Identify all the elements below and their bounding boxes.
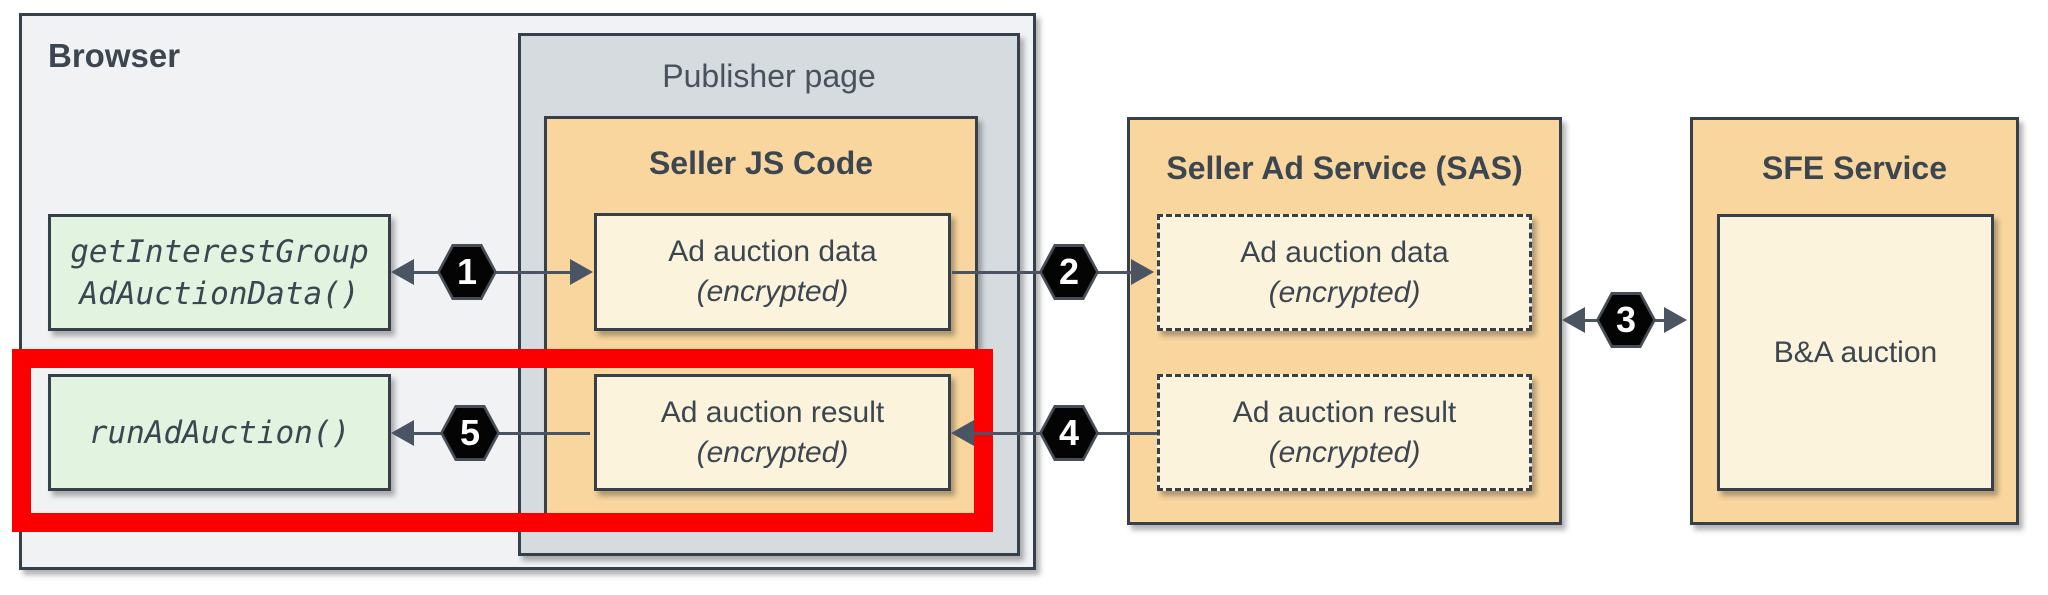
js-ad-auction-result-node: Ad auction result (encrypted)	[594, 374, 951, 491]
run-ad-auction-label: runAdAuction()	[88, 414, 351, 451]
arrowhead-left-icon	[1562, 307, 1585, 333]
js-ad-auction-data-title: Ad auction data	[668, 235, 877, 268]
step-badge-3-number: 3	[1599, 295, 1653, 345]
run-ad-auction-node: runAdAuction()	[48, 374, 391, 491]
step-badge-1-number: 1	[440, 247, 494, 297]
red-highlight-rectangle	[12, 349, 993, 532]
step-badge-2: 2	[1039, 244, 1099, 300]
ba-auction-label: B&A auction	[1773, 335, 1938, 369]
js-ad-auction-data-subtitle: (encrypted)	[696, 275, 849, 308]
sas-ad-auction-result-node: Ad auction result (encrypted)	[1157, 374, 1532, 491]
arrowhead-left-icon	[391, 259, 414, 285]
ba-auction-node: B&A auction	[1717, 214, 1994, 491]
js-ad-auction-result-subtitle: (encrypted)	[696, 435, 849, 469]
step-badge-4: 4	[1039, 405, 1099, 461]
sas-ad-auction-data-subtitle: (encrypted)	[1268, 275, 1421, 309]
sas-ad-auction-data-title: Ad auction data	[1240, 235, 1449, 269]
browser-label: Browser	[48, 37, 181, 74]
sfe-service-label: SFE Service	[1762, 150, 1947, 186]
get-interest-group-ad-auction-data-node: getInterestGroup AdAuctionData()	[48, 214, 391, 331]
js-ad-auction-data-node: Ad auction data (encrypted)	[594, 213, 951, 331]
sas-ad-auction-result-subtitle: (encrypted)	[1268, 435, 1421, 469]
step-badge-5-number: 5	[443, 408, 497, 458]
step-badge-3: 3	[1596, 292, 1656, 348]
step-badge-4-number: 4	[1042, 408, 1096, 458]
seller-js-code-label: Seller JS Code	[648, 145, 874, 181]
arrowhead-right-icon	[570, 259, 593, 285]
arrowhead-right-icon	[1131, 259, 1154, 285]
step-badge-5: 5	[440, 405, 500, 461]
get-interest-group-line2: AdAuctionData()	[79, 275, 360, 312]
get-interest-group-line1: getInterestGroup	[70, 233, 369, 270]
js-ad-auction-result-title: Ad auction result	[660, 395, 885, 429]
arrowhead-left-icon	[391, 420, 414, 446]
seller-ad-service-label: Seller Ad Service (SAS)	[1166, 150, 1523, 186]
arrowhead-left-icon	[951, 420, 974, 446]
step-badge-2-number: 2	[1042, 247, 1096, 297]
publisher-page-label: Publisher page	[662, 58, 876, 94]
arrowhead-right-icon	[1664, 307, 1687, 333]
sas-ad-auction-result-title: Ad auction result	[1232, 395, 1457, 429]
sas-ad-auction-data-node: Ad auction data (encrypted)	[1157, 214, 1532, 331]
